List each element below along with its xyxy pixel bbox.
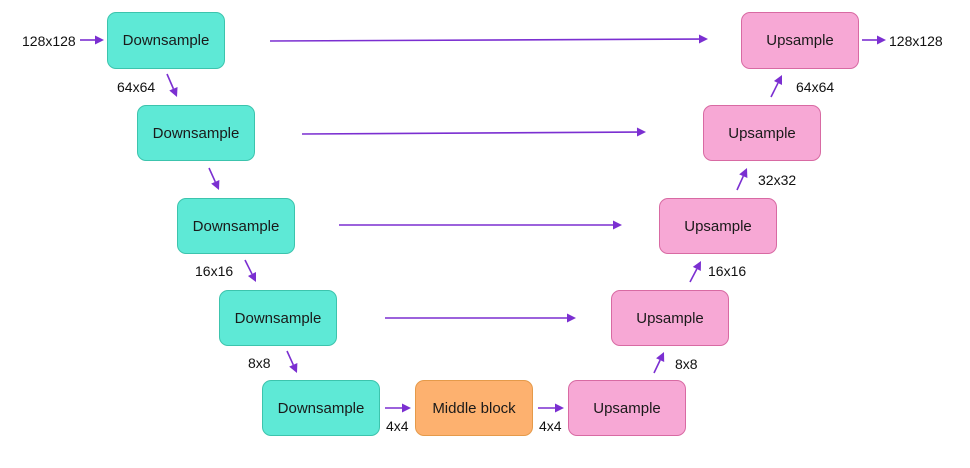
down4-size-label: 8x8 xyxy=(248,355,271,371)
middle-block[interactable]: Middle block xyxy=(415,380,533,436)
arrow-down-4-5 xyxy=(286,350,298,373)
downsample-block-3[interactable]: Downsample xyxy=(177,198,295,254)
up1-size-label: 64x64 xyxy=(796,79,835,95)
arrow-up-4-3 xyxy=(689,261,701,283)
middle-input-size-label: 4x4 xyxy=(386,418,409,434)
output-size-label: 128x128 xyxy=(889,33,943,49)
arrow-up-2-1 xyxy=(770,75,782,98)
downsample-block-2[interactable]: Downsample xyxy=(137,105,255,161)
skip-connection-3 xyxy=(339,220,622,230)
downsample-block-4[interactable]: Downsample xyxy=(219,290,337,346)
upsample-block-3[interactable]: Upsample xyxy=(659,198,777,254)
arrow-output xyxy=(862,35,886,45)
upsample-block-1[interactable]: Upsample xyxy=(741,12,859,69)
up2-size-label: 32x32 xyxy=(758,172,797,188)
skip-connection-1 xyxy=(269,34,708,44)
arrow-middle-to-up5 xyxy=(538,403,564,413)
skip-connection-2 xyxy=(301,127,646,137)
arrow-down-2-3 xyxy=(208,167,220,190)
arrow-down-1-2 xyxy=(166,73,178,97)
up4-size-label: 8x8 xyxy=(675,356,698,372)
arrow-up-3-2 xyxy=(736,168,748,191)
arrow-input xyxy=(80,35,104,45)
upsample-block-5[interactable]: Upsample xyxy=(568,380,686,436)
middle-output-size-label: 4x4 xyxy=(539,418,562,434)
upsample-block-4[interactable]: Upsample xyxy=(611,290,729,346)
arrow-down-3-4 xyxy=(244,259,256,282)
downsample-block-1[interactable]: Downsample xyxy=(107,12,225,69)
upsample-block-2[interactable]: Upsample xyxy=(703,105,821,161)
up3-size-label: 16x16 xyxy=(708,263,747,279)
downsample-block-5[interactable]: Downsample xyxy=(262,380,380,436)
skip-connection-4 xyxy=(385,313,576,323)
arrow-up-5-4 xyxy=(653,352,665,374)
down1-size-label: 64x64 xyxy=(117,79,156,95)
down3-size-label: 16x16 xyxy=(195,263,234,279)
arrow-down5-to-middle xyxy=(385,403,411,413)
input-size-label: 128x128 xyxy=(22,33,76,49)
